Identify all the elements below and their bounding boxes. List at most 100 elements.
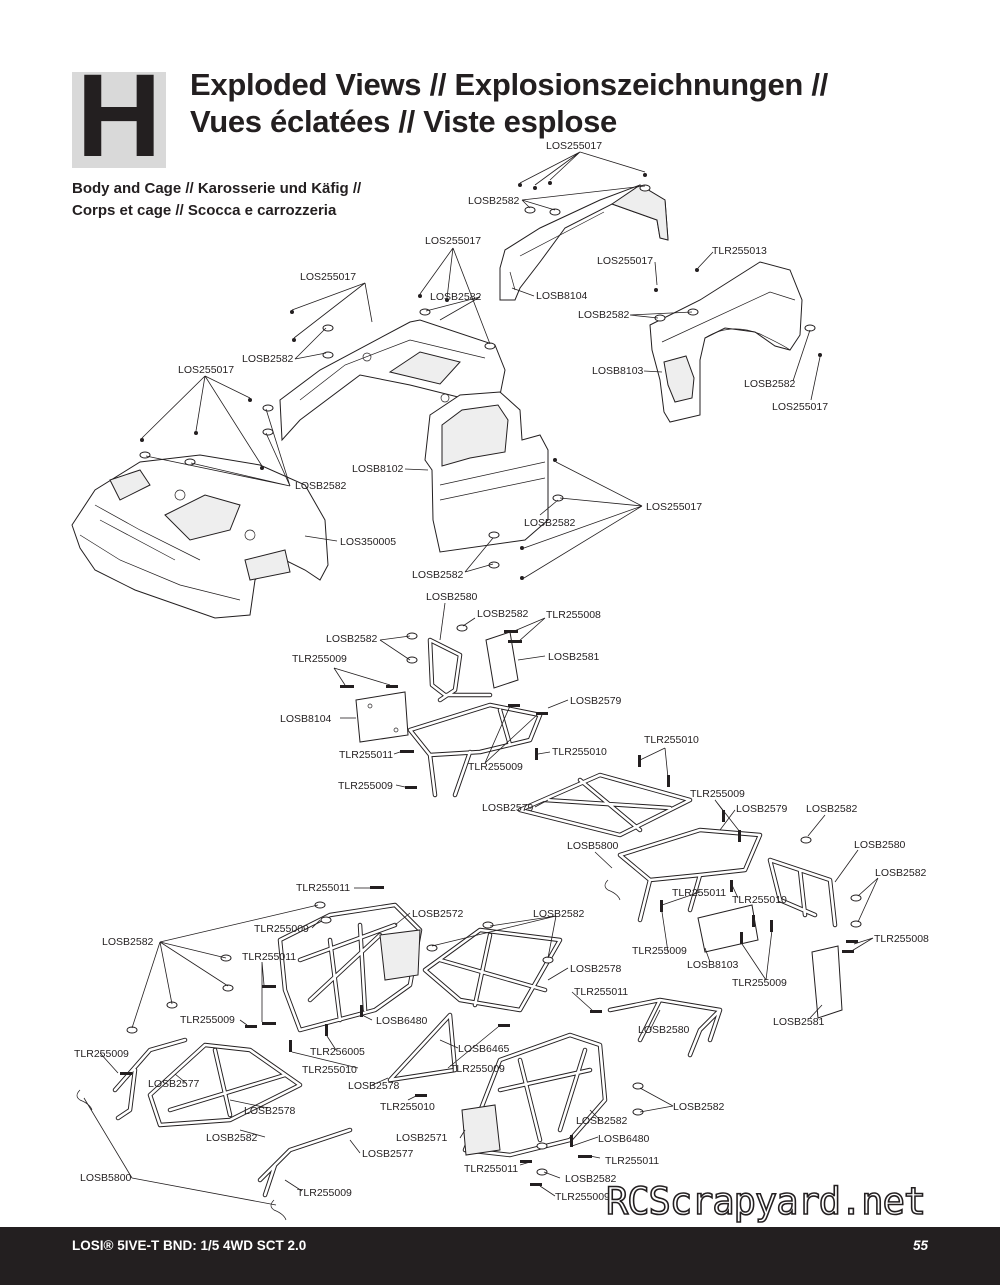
watermark-text: RCScrapyard.net	[605, 1179, 927, 1224]
callout-label: TLR255010	[302, 1064, 357, 1076]
callout-label: LOSB2581	[773, 1016, 825, 1028]
hardware-screws-washers	[120, 173, 862, 1186]
skid-plate-part	[485, 631, 843, 1019]
callout-label: TLR255009	[468, 761, 523, 773]
callout-label: LOSB2582	[430, 291, 482, 303]
callout-label: LOSB2571	[396, 1132, 448, 1144]
callout-label: LOSB2582	[578, 309, 630, 321]
callout-label: TLR255009	[74, 1048, 129, 1060]
callout-label: LOSB2580	[426, 591, 478, 603]
center-x-cage-part	[422, 927, 563, 1013]
callout-label: LOSB5800	[80, 1172, 132, 1184]
callout-label: LOSB8104	[536, 290, 588, 302]
front-bumper-cage-part	[427, 637, 493, 703]
callout-label: LOS255017	[300, 271, 356, 283]
callout-label: TLR255009	[450, 1063, 505, 1075]
callout-label: TLR255010	[644, 734, 699, 746]
callout-label: TLR255008	[874, 933, 929, 945]
page-title-line-2: Vues éclatées // Viste esplose	[190, 104, 617, 139]
callout-label: TLR255011	[242, 951, 296, 963]
body-clip-pins	[76, 879, 621, 1221]
callout-labels: LOS255017 LOSB2582 LOS255017 TLR255013 L…	[74, 140, 929, 1203]
callout-label: LOS255017	[546, 140, 602, 152]
lower-a-frame-part	[387, 1012, 458, 1083]
callout-label: LOSB2582	[875, 867, 927, 879]
callout-label: LOSB2582	[565, 1173, 617, 1185]
callout-label: LOSB2577	[148, 1078, 200, 1090]
lower-bumper-cage-part	[607, 997, 723, 1058]
callout-label: LOSB6480	[376, 1015, 428, 1027]
section-letter: H	[76, 50, 162, 182]
callout-label: TLR255011	[464, 1163, 518, 1175]
callout-label: TLR255011	[339, 749, 393, 761]
callout-label: LOSB2580	[854, 839, 906, 851]
callout-label: TLR256005	[310, 1046, 365, 1058]
mid-cage-x-frame-part	[517, 772, 693, 838]
page-title: Exploded Views // Explosionszeichnungen …	[190, 66, 828, 140]
callout-label: LOSB2582	[102, 936, 154, 948]
callout-label: TLR255009	[632, 945, 687, 957]
callout-label: TLR255009	[180, 1014, 235, 1026]
callout-label: LOSB2578	[348, 1080, 400, 1092]
callout-label: LOSB2582	[468, 195, 520, 207]
callout-label: LOSB5800	[567, 840, 619, 852]
callout-label: LOSB2582	[806, 803, 858, 815]
callout-label: TLR255009	[292, 653, 347, 665]
callout-label: LOSB8103	[687, 959, 739, 971]
callout-label: LOSB2580	[638, 1024, 690, 1036]
page-footer: LOSI® 5IVE-T BND: 1/5 4WD SCT 2.0 55	[0, 1227, 1000, 1285]
callout-label: LOSB2572	[412, 908, 464, 920]
page-title-line-1: Exploded Views // Explosionszeichnungen …	[190, 67, 828, 102]
callout-label: LOS255017	[772, 401, 828, 413]
section-subtitle-line-2: Corps et cage // Scocca e carrozzeria	[72, 202, 337, 219]
callout-label: LOSB2582	[533, 908, 585, 920]
callout-label: LOSB2577	[362, 1148, 414, 1160]
callout-label: TLR255009	[338, 780, 393, 792]
cab-side-part	[424, 391, 549, 553]
callout-label: TLR255008	[546, 609, 601, 621]
section-letter-block: H	[72, 57, 166, 175]
callout-label: LOS255017	[178, 364, 234, 376]
callout-label: LOSB2578	[244, 1105, 296, 1117]
callout-label: LOS255017	[646, 501, 702, 513]
callout-label: LOSB8103	[592, 365, 644, 377]
callout-label: TLR255009	[297, 1187, 352, 1199]
upper-left-brace-part	[112, 1037, 188, 1121]
callout-leader-lines	[83, 151, 879, 1206]
lower-brace-part	[257, 1127, 353, 1198]
callout-label: LOSB2582	[295, 480, 347, 492]
callout-label: LOS255017	[597, 255, 653, 267]
front-body-hood-part	[71, 454, 329, 619]
rear-wing-part	[499, 184, 669, 301]
front-upper-cage-part	[407, 702, 543, 798]
footer-page-number: 55	[912, 1238, 928, 1253]
callout-label: LOSB8104	[280, 713, 332, 725]
main-left-cage-part	[277, 902, 423, 1033]
section-subtitle-line-1: Body and Cage // Karosserie und Käfig //	[72, 180, 362, 197]
callout-label: LOSB2579	[482, 802, 534, 814]
callout-label: TLR255010	[552, 746, 607, 758]
callout-label: LOSB8102	[352, 463, 404, 475]
side-plate-part-left	[355, 691, 409, 743]
callout-label: LOS255017	[425, 235, 481, 247]
callout-label: TLR255011	[296, 882, 350, 894]
callout-label: LOSB2582	[242, 353, 294, 365]
callout-label: TLR255011	[605, 1155, 659, 1167]
callout-label: LOSB2582	[576, 1115, 628, 1127]
callout-label: TLR255009	[555, 1191, 610, 1203]
callout-label: LOSB2582	[477, 608, 529, 620]
footer-model-name: LOSI® 5IVE-T BND: 1/5 4WD SCT 2.0	[72, 1238, 307, 1253]
callout-label: LOSB2578	[570, 963, 622, 975]
callout-label: TLR255010	[732, 894, 787, 906]
callout-label: LOS350005	[340, 536, 396, 548]
section-subtitle: Body and Cage // Karosserie und Käfig //…	[72, 178, 361, 222]
callout-label: LOSB2579	[736, 803, 788, 815]
callout-label: TLR255009	[732, 977, 787, 989]
callout-label: LOSB6480	[598, 1133, 650, 1145]
side-plate-part-right	[697, 904, 759, 953]
callout-label: TLR255010	[380, 1101, 435, 1113]
callout-label: LOSB6465	[458, 1043, 510, 1055]
lower-left-x-cage-part	[147, 1042, 303, 1128]
callout-label: TLR255009	[254, 923, 309, 935]
